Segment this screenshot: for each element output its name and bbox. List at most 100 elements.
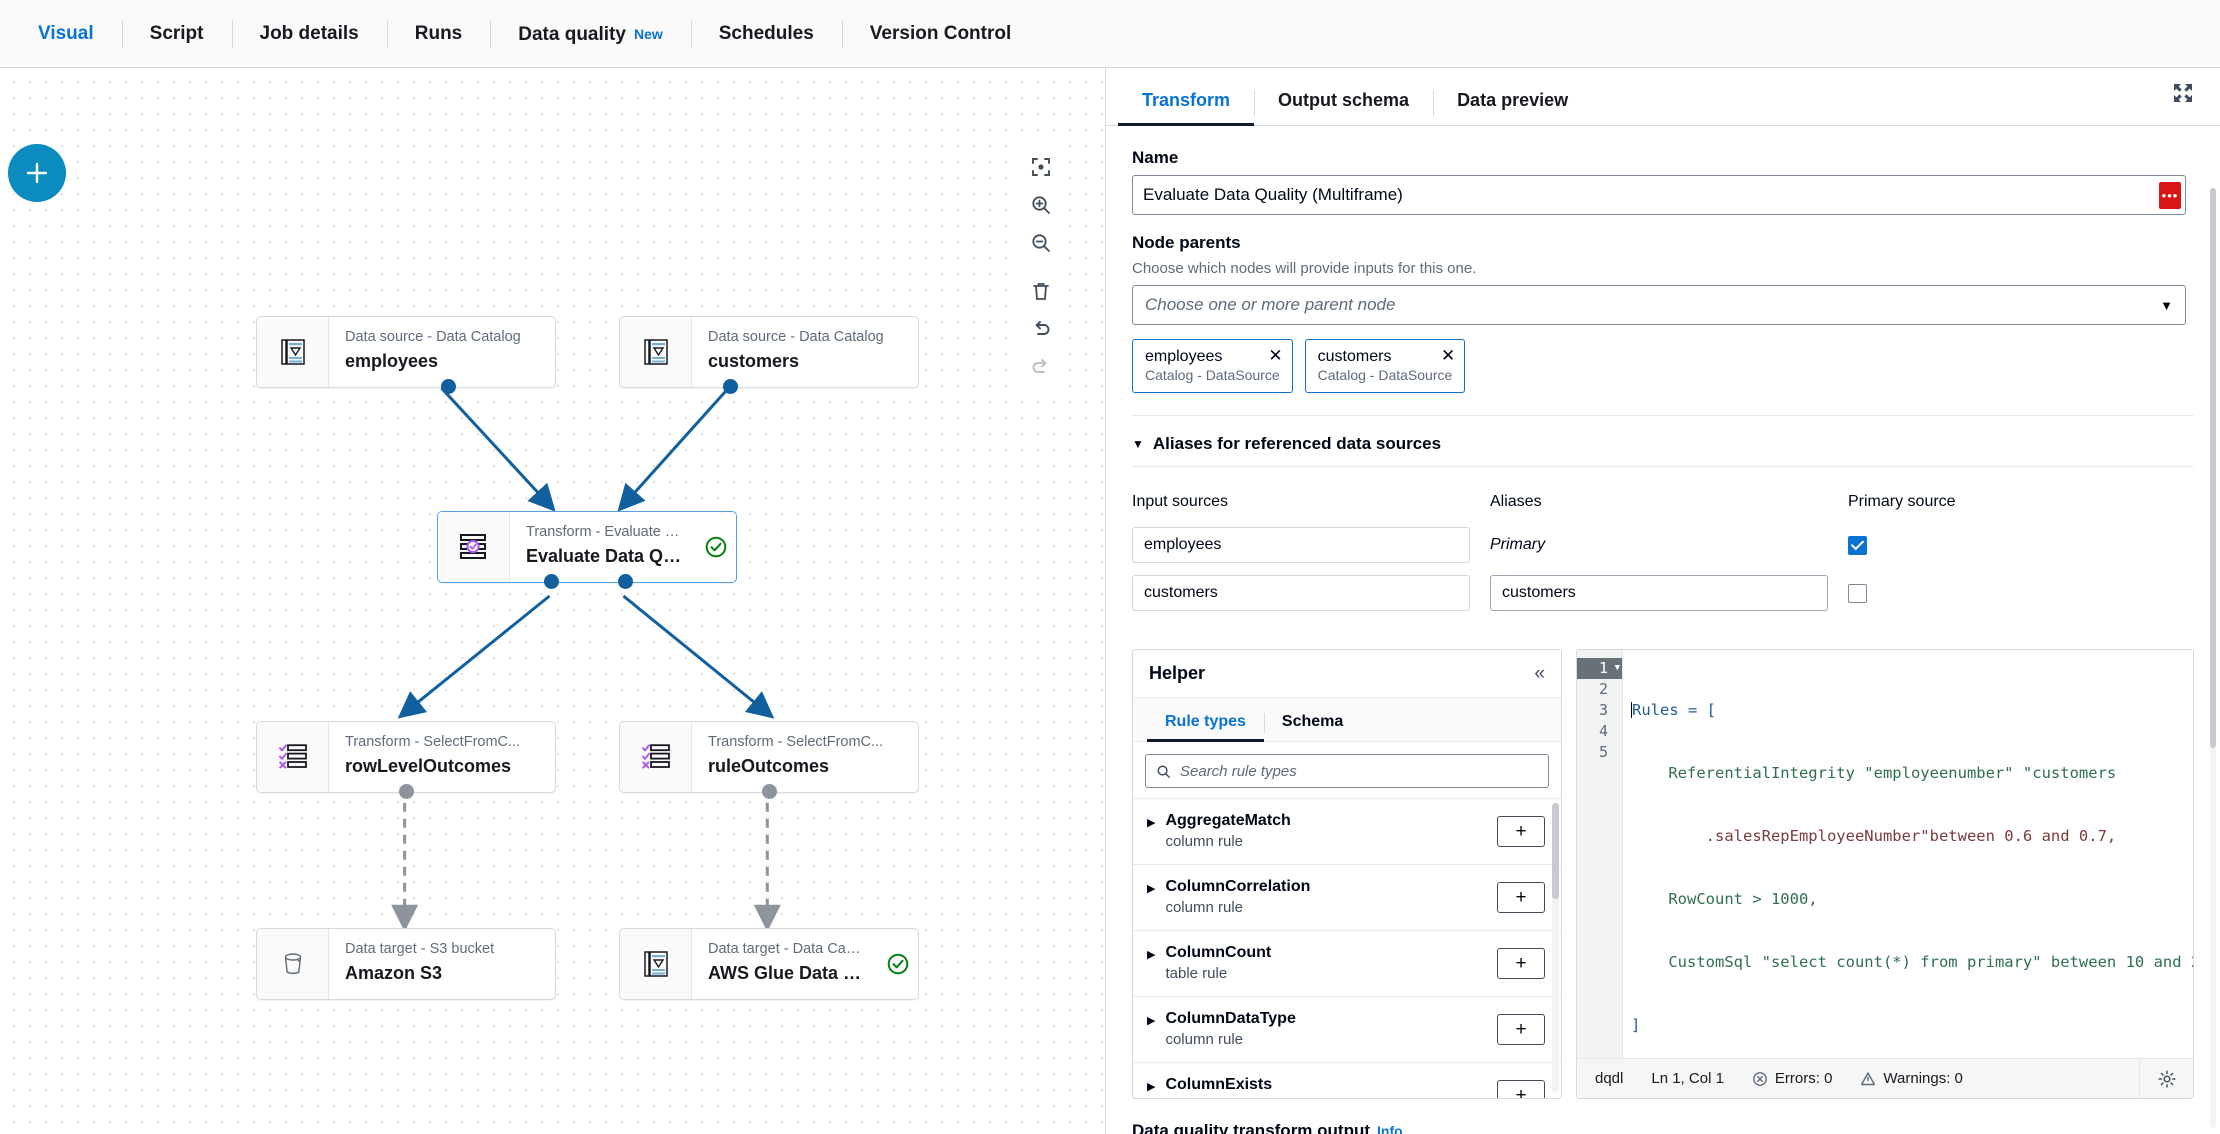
gear-icon[interactable]	[2139, 1059, 2193, 1098]
alias-row-alias-customers[interactable]: customers	[1490, 575, 1828, 611]
primary-source-checkbox-employees[interactable]	[1848, 535, 1867, 555]
aliases-table: Input sources Aliases Primary source emp…	[1132, 493, 2194, 623]
primary-source-checkbox-customers[interactable]	[1848, 583, 1867, 603]
helper-panel: Helper « Rule types Schema	[1132, 649, 1562, 1099]
alias-source-value: customers	[1144, 584, 1218, 601]
add-rule-button[interactable]: +	[1497, 948, 1545, 979]
triangle-down-icon: ▼	[1132, 437, 1144, 451]
node-evaluate-data-quality[interactable]: Transform - Evaluate dat... Evaluate Dat…	[437, 511, 737, 589]
tab-runs[interactable]: Runs	[386, 0, 491, 68]
dqdl-code-editor[interactable]: 1▼ 2 3 4 5 Rules = [ ReferentialIntegrit…	[1576, 649, 2194, 1099]
token-remove-icon[interactable]: ✕	[1268, 346, 1283, 365]
rule-scope: column rule	[1165, 1096, 1272, 1098]
zoom-in-icon[interactable]	[1021, 186, 1061, 224]
tab-visual[interactable]: Visual	[10, 0, 122, 68]
helper-tab-rule-types[interactable]: Rule types	[1147, 713, 1264, 742]
fold-toggle-icon[interactable]: ▼	[1614, 663, 1620, 673]
token-subtitle: Catalog - DataSource	[1145, 367, 1280, 383]
info-link[interactable]: Info	[1377, 1123, 1403, 1134]
node-output-handle-rowlevel[interactable]	[544, 574, 559, 589]
undo-icon[interactable]	[1021, 310, 1061, 348]
tab-schedules[interactable]: Schedules	[690, 0, 842, 68]
collapse-helper-icon[interactable]: «	[1534, 662, 1545, 684]
rule-scope: table rule	[1165, 965, 1228, 982]
zoom-out-icon[interactable]	[1021, 224, 1061, 262]
node-customers[interactable]: Data source - Data Catalog customers	[619, 316, 919, 394]
data-catalog-icon	[620, 929, 692, 999]
node-ruleoutcomes[interactable]: Transform - SelectFromC... ruleOutcomes	[619, 721, 919, 799]
add-rule-button[interactable]: +	[1497, 882, 1545, 913]
add-node-button[interactable]	[8, 144, 66, 202]
tab-job-details[interactable]: Job details	[231, 0, 387, 68]
node-employees[interactable]: Data source - Data Catalog employees	[256, 316, 556, 394]
name-input-handle[interactable]: •••	[2159, 182, 2181, 209]
add-rule-button[interactable]: +	[1497, 816, 1545, 847]
rule-item-columnexists[interactable]: ▶ ColumnExists column rule +	[1133, 1063, 1561, 1098]
chevron-down-icon: ▼	[2160, 297, 2173, 313]
tab-output-schema[interactable]: Output schema	[1254, 90, 1433, 125]
tab-script[interactable]: Script	[121, 0, 232, 68]
node-output-handle[interactable]	[441, 379, 456, 394]
errors-indicator[interactable]: Errors: 0	[1752, 1070, 1832, 1087]
output-title-text: Data quality transform output	[1132, 1121, 1371, 1134]
rule-item-columncorrelation[interactable]: ▶ ColumnCorrelation column rule +	[1133, 865, 1561, 931]
delete-icon[interactable]	[1021, 272, 1061, 310]
triangle-right-icon[interactable]: ▶	[1147, 883, 1156, 895]
node-output-handle[interactable]	[723, 379, 738, 394]
rule-name: AggregateMatch	[1165, 812, 1291, 829]
rule-item-columndatatype[interactable]: ▶ ColumnDataType column rule +	[1133, 997, 1561, 1063]
aliases-accordion-header[interactable]: ▼ Aliases for referenced data sources	[1132, 434, 2194, 454]
node-subtitle: Transform - Evaluate dat...	[526, 524, 682, 540]
helper-tab-schema[interactable]: Schema	[1263, 713, 1361, 741]
node-subtitle: Transform - SelectFromC...	[345, 734, 521, 750]
node-output-handle[interactable]	[399, 784, 414, 799]
name-input[interactable]: Evaluate Data Quality (Multiframe) •••	[1132, 175, 2186, 215]
rule-list-scrollbar-thumb[interactable]	[1552, 803, 1559, 899]
warnings-indicator[interactable]: Warnings: 0	[1860, 1070, 1963, 1087]
expand-arrows-glyph	[2174, 84, 2192, 102]
s3-bucket-glyph	[284, 953, 301, 975]
token-employees[interactable]: employees Catalog - DataSource ✕	[1132, 339, 1293, 393]
rules-editor-row: Helper « Rule types Schema	[1132, 649, 2194, 1099]
node-output-handle-ruleoutcomes[interactable]	[618, 574, 633, 589]
add-rule-button[interactable]: +	[1497, 1080, 1545, 1098]
rule-types-list[interactable]: ▶ AggregateMatch column rule + ▶	[1133, 798, 1561, 1098]
triangle-right-icon[interactable]: ▶	[1147, 949, 1156, 961]
tab-data-preview[interactable]: Data preview	[1433, 90, 1592, 125]
tab-transform[interactable]: Transform	[1118, 90, 1255, 126]
node-title: Evaluate Data Qualit...	[526, 546, 682, 566]
node-amazon-s3-target[interactable]: Data target - S3 bucket Amazon S3	[256, 928, 556, 1000]
job-graph-canvas[interactable]: Data source - Data Catalog employees Dat…	[0, 68, 1106, 1134]
panel-scrollbar-thumb[interactable]	[2210, 188, 2216, 748]
tab-version-control[interactable]: Version Control	[841, 0, 1039, 68]
triangle-right-icon[interactable]: ▶	[1147, 1015, 1156, 1027]
fit-to-screen-icon[interactable]	[1021, 148, 1061, 186]
warning-triangle-icon	[1861, 1071, 1876, 1085]
add-rule-button[interactable]: +	[1497, 1014, 1545, 1045]
tab-visual-label: Visual	[38, 22, 94, 44]
node-glue-data-catalog-target[interactable]: Data target - Data Catalog AWS Glue Data…	[619, 928, 919, 1000]
rule-item-aggregatematch[interactable]: ▶ AggregateMatch column rule +	[1133, 799, 1561, 865]
code-gutter: 1▼ 2 3 4 5	[1577, 650, 1623, 1058]
rule-item-columncount[interactable]: ▶ ColumnCount table rule +	[1133, 931, 1561, 997]
triangle-right-icon[interactable]: ▶	[1147, 817, 1156, 829]
token-remove-icon[interactable]: ✕	[1441, 346, 1456, 365]
token-customers[interactable]: customers Catalog - DataSource ✕	[1304, 339, 1466, 393]
node-output-handle[interactable]	[762, 784, 777, 799]
node-title: rowLevelOutcomes	[345, 756, 512, 776]
expand-panel-icon[interactable]	[2172, 82, 2194, 109]
rule-list-scrollbar[interactable]	[1552, 803, 1559, 1093]
code-editor-body[interactable]: 1▼ 2 3 4 5 Rules = [ ReferentialIntegrit…	[1577, 650, 2193, 1058]
rule-search-input[interactable]: Search rule types	[1145, 754, 1549, 788]
node-rowleveloutcomes[interactable]: Transform - SelectFromC... rowLevelOutco…	[256, 721, 556, 799]
panel-scrollbar[interactable]	[2210, 188, 2216, 1128]
node-parents-select[interactable]: Choose one or more parent node ▼	[1132, 285, 2186, 325]
alias-row-source-customers[interactable]: customers	[1132, 575, 1470, 611]
tab-data-quality-label: Data quality	[518, 23, 626, 45]
code-text[interactable]: Rules = [ ReferentialIntegrity "employee…	[1623, 650, 2193, 1058]
select-from-collection-glyph	[641, 744, 670, 769]
alias-row-source-employees[interactable]: employees	[1132, 527, 1470, 563]
triangle-right-icon[interactable]: ▶	[1147, 1081, 1156, 1093]
tab-data-preview-label: Data preview	[1457, 90, 1569, 110]
